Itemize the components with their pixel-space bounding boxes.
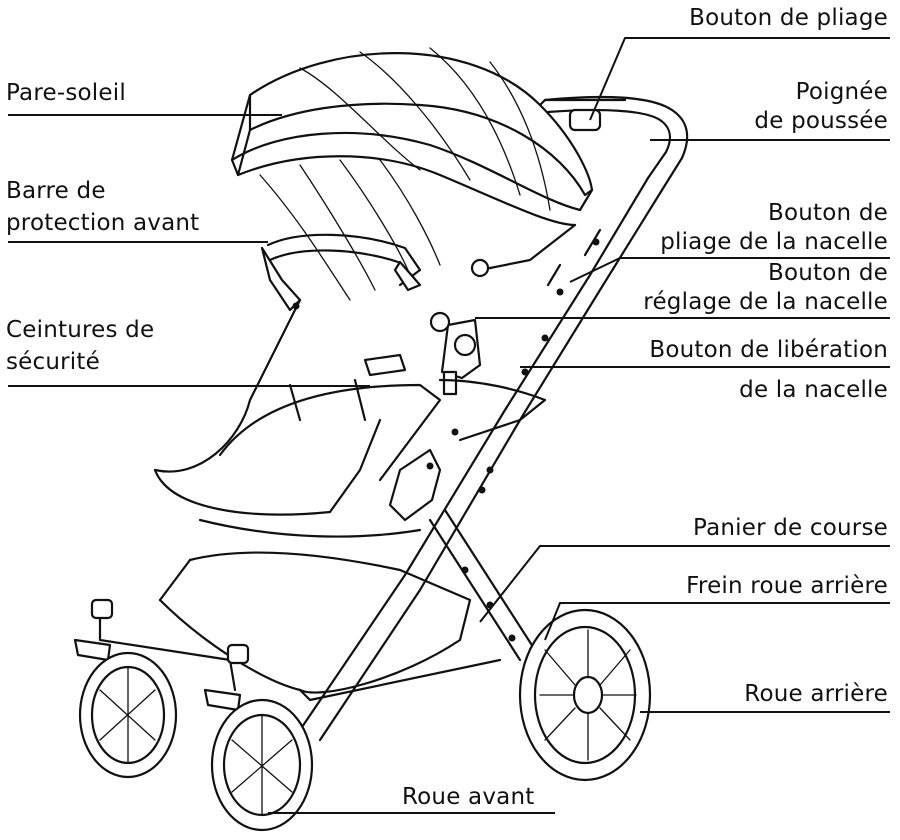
label-poignee-line2: de poussée [754, 106, 888, 136]
label-barre-line1: Barre de [6, 176, 106, 206]
label-bouton-pliage: Bouton de pliage [689, 3, 888, 33]
label-frein: Frein roue arrière [686, 571, 888, 601]
label-reglage-line2: réglage de la nacelle [643, 287, 888, 317]
label-ceintures-line2: sécurité [6, 347, 100, 377]
label-roue-arriere: Roue arrière [744, 679, 888, 709]
label-ceintures-line1: Ceintures de [6, 315, 154, 345]
label-roue-avant: Roue avant [402, 782, 534, 812]
label-pliage-nacelle-line2: pliage de la nacelle [660, 227, 888, 257]
label-barre-line2: protection avant [6, 208, 199, 238]
label-reglage-line1: Bouton de [768, 258, 888, 288]
front-wheels-drawing [75, 600, 312, 830]
rear-wheel-drawing [520, 610, 650, 780]
label-pare-soleil: Pare-soleil [6, 78, 126, 108]
label-liberation-line2: de la nacelle [739, 375, 888, 405]
basket-drawing [160, 553, 500, 700]
label-panier: Panier de course [693, 513, 888, 543]
label-pliage-nacelle-line1: Bouton de [768, 198, 888, 228]
label-liberation-line1: Bouton de libération [649, 335, 888, 365]
label-poignee-line1: Poignée [796, 77, 888, 107]
canopy-drawing [232, 48, 625, 300]
